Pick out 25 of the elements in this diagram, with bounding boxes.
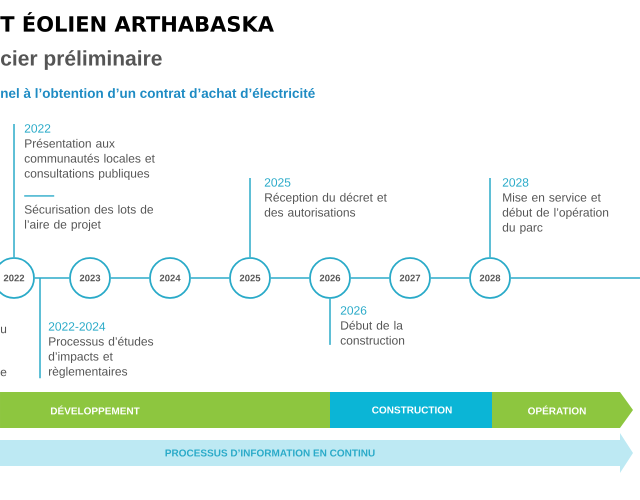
timeline-line <box>34 277 70 279</box>
leader-line <box>249 178 251 258</box>
milestone-text: 2025 Réception du décret et des autorisations <box>264 178 387 217</box>
milestone-text: 2022 Présentation aux communautés locales et consultations publiques Sécurisation des lots de l’aire de projet <box>24 124 155 232</box>
leader-line <box>329 298 331 345</box>
subtitle: cier préliminaire <box>1 50 162 70</box>
timeline-line <box>190 277 230 279</box>
leader-line <box>13 124 15 258</box>
phase-band: CONSTRUCTION <box>330 392 492 428</box>
timeline-line <box>430 277 470 279</box>
phase-band: OPÉRATION <box>492 392 633 428</box>
milestone-text: 2022-2024 Processus d’études d’impacts et règlementaires <box>48 322 154 378</box>
phase-band: DÉVELOPPEMENT <box>0 392 330 428</box>
subheading: nel à l’obtention d’un contrat d’achat d’électricité <box>1 88 315 98</box>
timeline-line <box>510 277 640 279</box>
heading: T ÉOLIEN ARTHABASKA <box>0 12 274 32</box>
timeline-line <box>350 277 390 279</box>
text-fragment: e <box>0 370 6 376</box>
milestone-text: 2028 Mise en service et début de l’opération du parc <box>502 178 608 234</box>
leader-line <box>489 178 491 258</box>
text-fragment: u <box>1 326 6 334</box>
milestone-text: 2026 Début de la construction <box>340 306 404 345</box>
timeline-line <box>270 277 310 279</box>
leader-line <box>39 278 41 378</box>
timeline-line <box>110 277 150 279</box>
